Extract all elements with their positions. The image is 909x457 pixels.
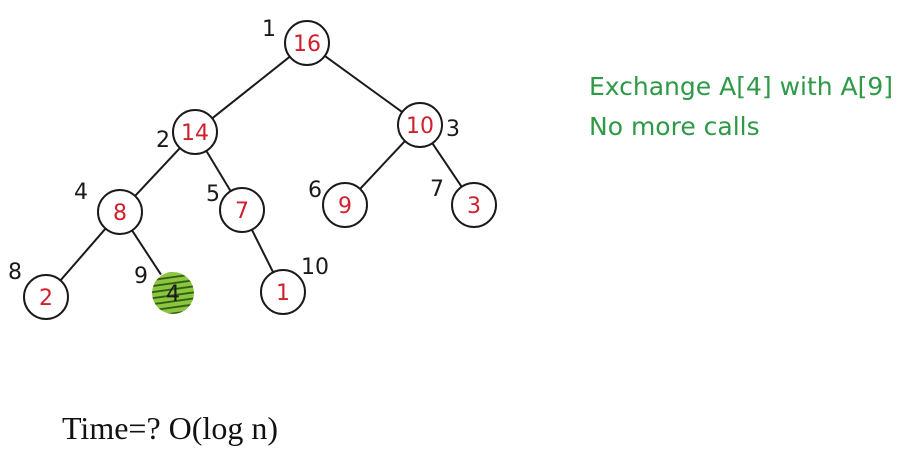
node-index-label: 4 (74, 180, 88, 205)
node-value: 9 (338, 194, 352, 219)
heap-node-6: 96 (308, 178, 368, 228)
heap-node-3: 10 3 (397, 102, 460, 148)
node-value: 2 (39, 286, 53, 311)
node-index-label: 2 (156, 128, 170, 153)
node-index-label: 6 (308, 178, 322, 203)
heap-node-4: 84 (74, 180, 143, 235)
highlighted-node-circle (152, 272, 194, 314)
heap-node-2: 14 2 (156, 109, 218, 155)
node-circle (284, 20, 330, 66)
edge-3-7 (431, 142, 463, 188)
node-index-label: 10 (301, 255, 329, 280)
node-circle (451, 182, 497, 228)
edge-1-2 (211, 55, 291, 120)
time-complexity-caption: Time=? O(log n) (62, 410, 278, 446)
no-more-calls-note: No more calls (589, 112, 760, 141)
heap-node-1: 16 1 (262, 17, 330, 66)
edge-1-3 (324, 55, 403, 113)
node-index-label: 1 (262, 17, 276, 42)
heap-node-8: 28 (8, 260, 69, 320)
node-value: 16 (293, 32, 321, 57)
node-value: 14 (181, 121, 209, 146)
heap-node-10: 1 10 (260, 255, 329, 315)
node-circle (397, 102, 443, 148)
edge-2-5 (205, 150, 232, 192)
node-index-label: 3 (446, 117, 460, 142)
node-index-label: 5 (206, 182, 220, 207)
exchange-note: Exchange A[4] with A[9] (589, 72, 894, 101)
node-value: 3 (467, 194, 481, 219)
node-value: 7 (235, 199, 249, 224)
node-value: 8 (113, 201, 127, 226)
tree-edges (59, 55, 463, 282)
edge-2-4 (134, 147, 181, 197)
edge-5-10 (250, 229, 275, 273)
edge-4-8 (59, 227, 107, 282)
node-circle (23, 274, 69, 320)
node-value: 1 (276, 281, 290, 306)
node-value: 4 (166, 282, 180, 307)
edge-4-9 (131, 229, 162, 276)
node-circle (219, 187, 265, 233)
node-index-label: 9 (134, 264, 148, 289)
node-index-label: 8 (8, 260, 22, 285)
node-index-label: 7 (430, 177, 444, 202)
node-circle (260, 269, 306, 315)
node-circle (172, 109, 218, 155)
heap-node-7: 37 (430, 177, 497, 228)
heap-node-9: 49 (134, 264, 194, 314)
node-circle (97, 189, 143, 235)
edge-3-6 (359, 140, 406, 190)
node-value: 10 (406, 114, 434, 139)
heap-node-5: 75 (206, 182, 265, 233)
node-circle (322, 182, 368, 228)
